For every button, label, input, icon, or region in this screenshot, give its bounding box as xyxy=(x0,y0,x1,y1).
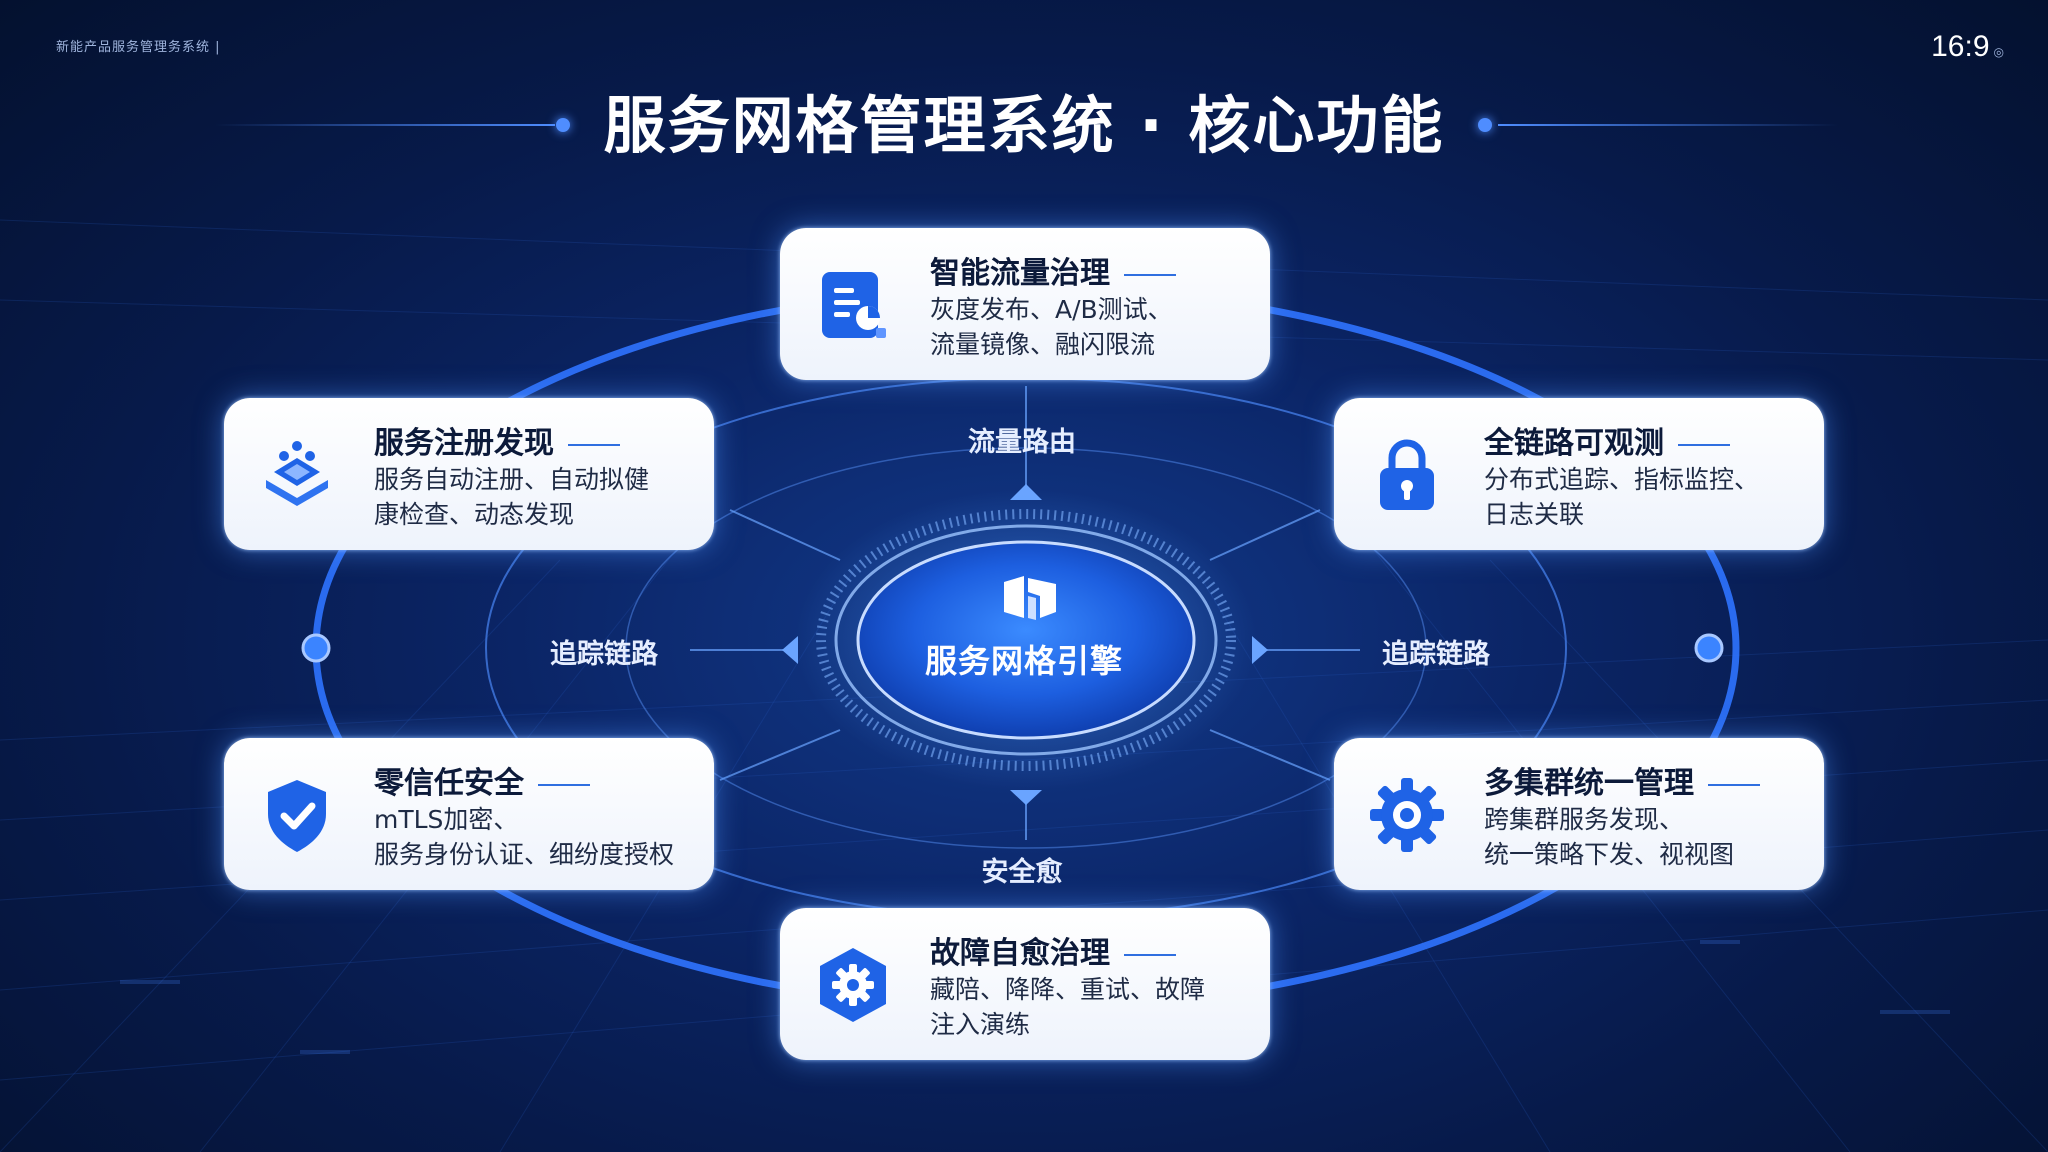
outer-ring-node-left xyxy=(301,633,331,663)
hub-outer-ring xyxy=(834,524,1218,756)
card-description-line: 分布式追踪、指标监控、 xyxy=(1484,465,1760,494)
card-description-line: 藏陪、降降、重试、故障 xyxy=(930,975,1206,1004)
card-description-line: 统一策略下发、视视图 xyxy=(1484,840,1735,869)
title-decor-line-right xyxy=(1498,124,1838,126)
aspect-ratio-text: 16:9 xyxy=(1931,30,1990,63)
card-description-line: 服务自动注册、自动拟健 xyxy=(374,465,650,494)
gear-icon xyxy=(1370,778,1444,852)
shield-check-icon xyxy=(268,780,326,852)
document-chart-icon xyxy=(822,272,886,338)
card-description: mTLS加密、 服务身份认证、细纷度授权 xyxy=(374,802,694,872)
card-description: 灰度发布、A/B测试、 流量镜像、融闪限流 xyxy=(930,292,1250,362)
ring-label-top: 流量路由 xyxy=(968,427,1076,458)
mesh-logo-icon xyxy=(1004,576,1056,620)
card-description: 分布式追踪、指标监控、 日志关联 xyxy=(1484,462,1804,532)
card-title-text: 服务注册发现 xyxy=(374,426,554,461)
card-zero-trust-security[interactable]: 零信任安全 mTLS加密、 服务身份认证、细纷度授权 xyxy=(224,738,714,890)
card-title-decor-line xyxy=(1124,953,1176,956)
card-traffic-governance[interactable]: 智能流量治理 灰度发布、A/B测试、 流量镜像、融闪限流 xyxy=(780,228,1270,380)
spoke-lines xyxy=(690,386,1360,840)
card-title: 零信任安全 xyxy=(374,758,590,802)
hub-label: 服务网格引擎 xyxy=(924,642,1123,680)
card-description: 藏陪、降降、重试、故障 注入演练 xyxy=(930,972,1250,1042)
card-description: 跨集群服务发现、 统一策略下发、视视图 xyxy=(1484,802,1804,872)
card-title: 智能流量治理 xyxy=(930,248,1176,292)
card-description-line: 服务身份认证、细纷度授权 xyxy=(374,840,675,869)
card-self-healing[interactable]: 故障自愈治理 藏陪、降降、重试、故障 注入演练 xyxy=(780,908,1270,1060)
layers-stack-icon xyxy=(266,441,328,506)
card-description-line: mTLS加密、 xyxy=(374,805,519,834)
card-description-line: 康检查、动态发现 xyxy=(374,500,575,529)
card-title-decor-line xyxy=(1124,273,1176,276)
ring-label-bottom: 安全愈 xyxy=(981,857,1063,888)
card-title-text: 全链路可观测 xyxy=(1484,426,1664,461)
card-title-text: 智能流量治理 xyxy=(930,256,1110,291)
page-title: 服务网格管理系统 · 核心功能 xyxy=(603,89,1445,162)
ring-label-right: 追踪链路 xyxy=(1382,639,1490,670)
card-title: 故障自愈治理 xyxy=(930,928,1176,972)
arrow-right xyxy=(1252,636,1268,664)
title-decor-line-left xyxy=(215,124,555,126)
card-description-line: 灰度发布、A/B测试、 xyxy=(930,295,1173,324)
arrow-bottom xyxy=(1010,790,1042,805)
title-decor-dot-right xyxy=(1478,118,1492,132)
card-title-decor-line xyxy=(538,783,590,786)
arrow-left xyxy=(782,636,798,664)
card-title-decor-line xyxy=(1708,783,1760,786)
title-row: 服务网格管理系统 · 核心功能 xyxy=(0,88,2048,166)
aspect-ratio-suffix: ◎ xyxy=(1993,45,2004,59)
card-description-line: 流量镜像、融闪限流 xyxy=(930,330,1156,359)
hub-core xyxy=(856,540,1196,740)
card-multi-cluster[interactable]: 多集群统一管理 跨集群服务发现、 统一策略下发、视视图 xyxy=(1334,738,1824,890)
lock-icon xyxy=(1380,439,1434,510)
title-decor-dot-left xyxy=(556,118,570,132)
card-title: 服务注册发现 xyxy=(374,418,620,462)
card-service-registry[interactable]: 服务注册发现 服务自动注册、自动拟健 康检查、动态发现 xyxy=(224,398,714,550)
hub-tick-ring xyxy=(816,509,1236,771)
outer-ring-node-right xyxy=(1694,633,1724,663)
card-description-line: 日志关联 xyxy=(1484,500,1585,529)
card-description-line: 注入演练 xyxy=(930,1010,1031,1039)
aspect-ratio-label: 16:9◎ xyxy=(1931,30,2004,64)
card-title-text: 多集群统一管理 xyxy=(1484,766,1694,801)
card-observability[interactable]: 全链路可观测 分布式追踪、指标监控、 日志关联 xyxy=(1334,398,1824,550)
card-title-text: 故障自愈治理 xyxy=(930,936,1110,971)
corner-note: 新能产品服务管理务系统 | xyxy=(56,40,221,55)
hexagon-gear-icon xyxy=(820,948,886,1022)
card-description: 服务自动注册、自动拟健 康检查、动态发现 xyxy=(374,462,694,532)
card-title-decor-line xyxy=(1678,443,1730,446)
card-title-decor-line xyxy=(568,443,620,446)
card-description-line: 跨集群服务发现、 xyxy=(1484,805,1685,834)
card-title: 全链路可观测 xyxy=(1484,418,1730,462)
ring-label-left: 追踪链路 xyxy=(550,639,658,670)
card-title: 多集群统一管理 xyxy=(1484,758,1760,802)
card-title-text: 零信任安全 xyxy=(374,766,524,801)
